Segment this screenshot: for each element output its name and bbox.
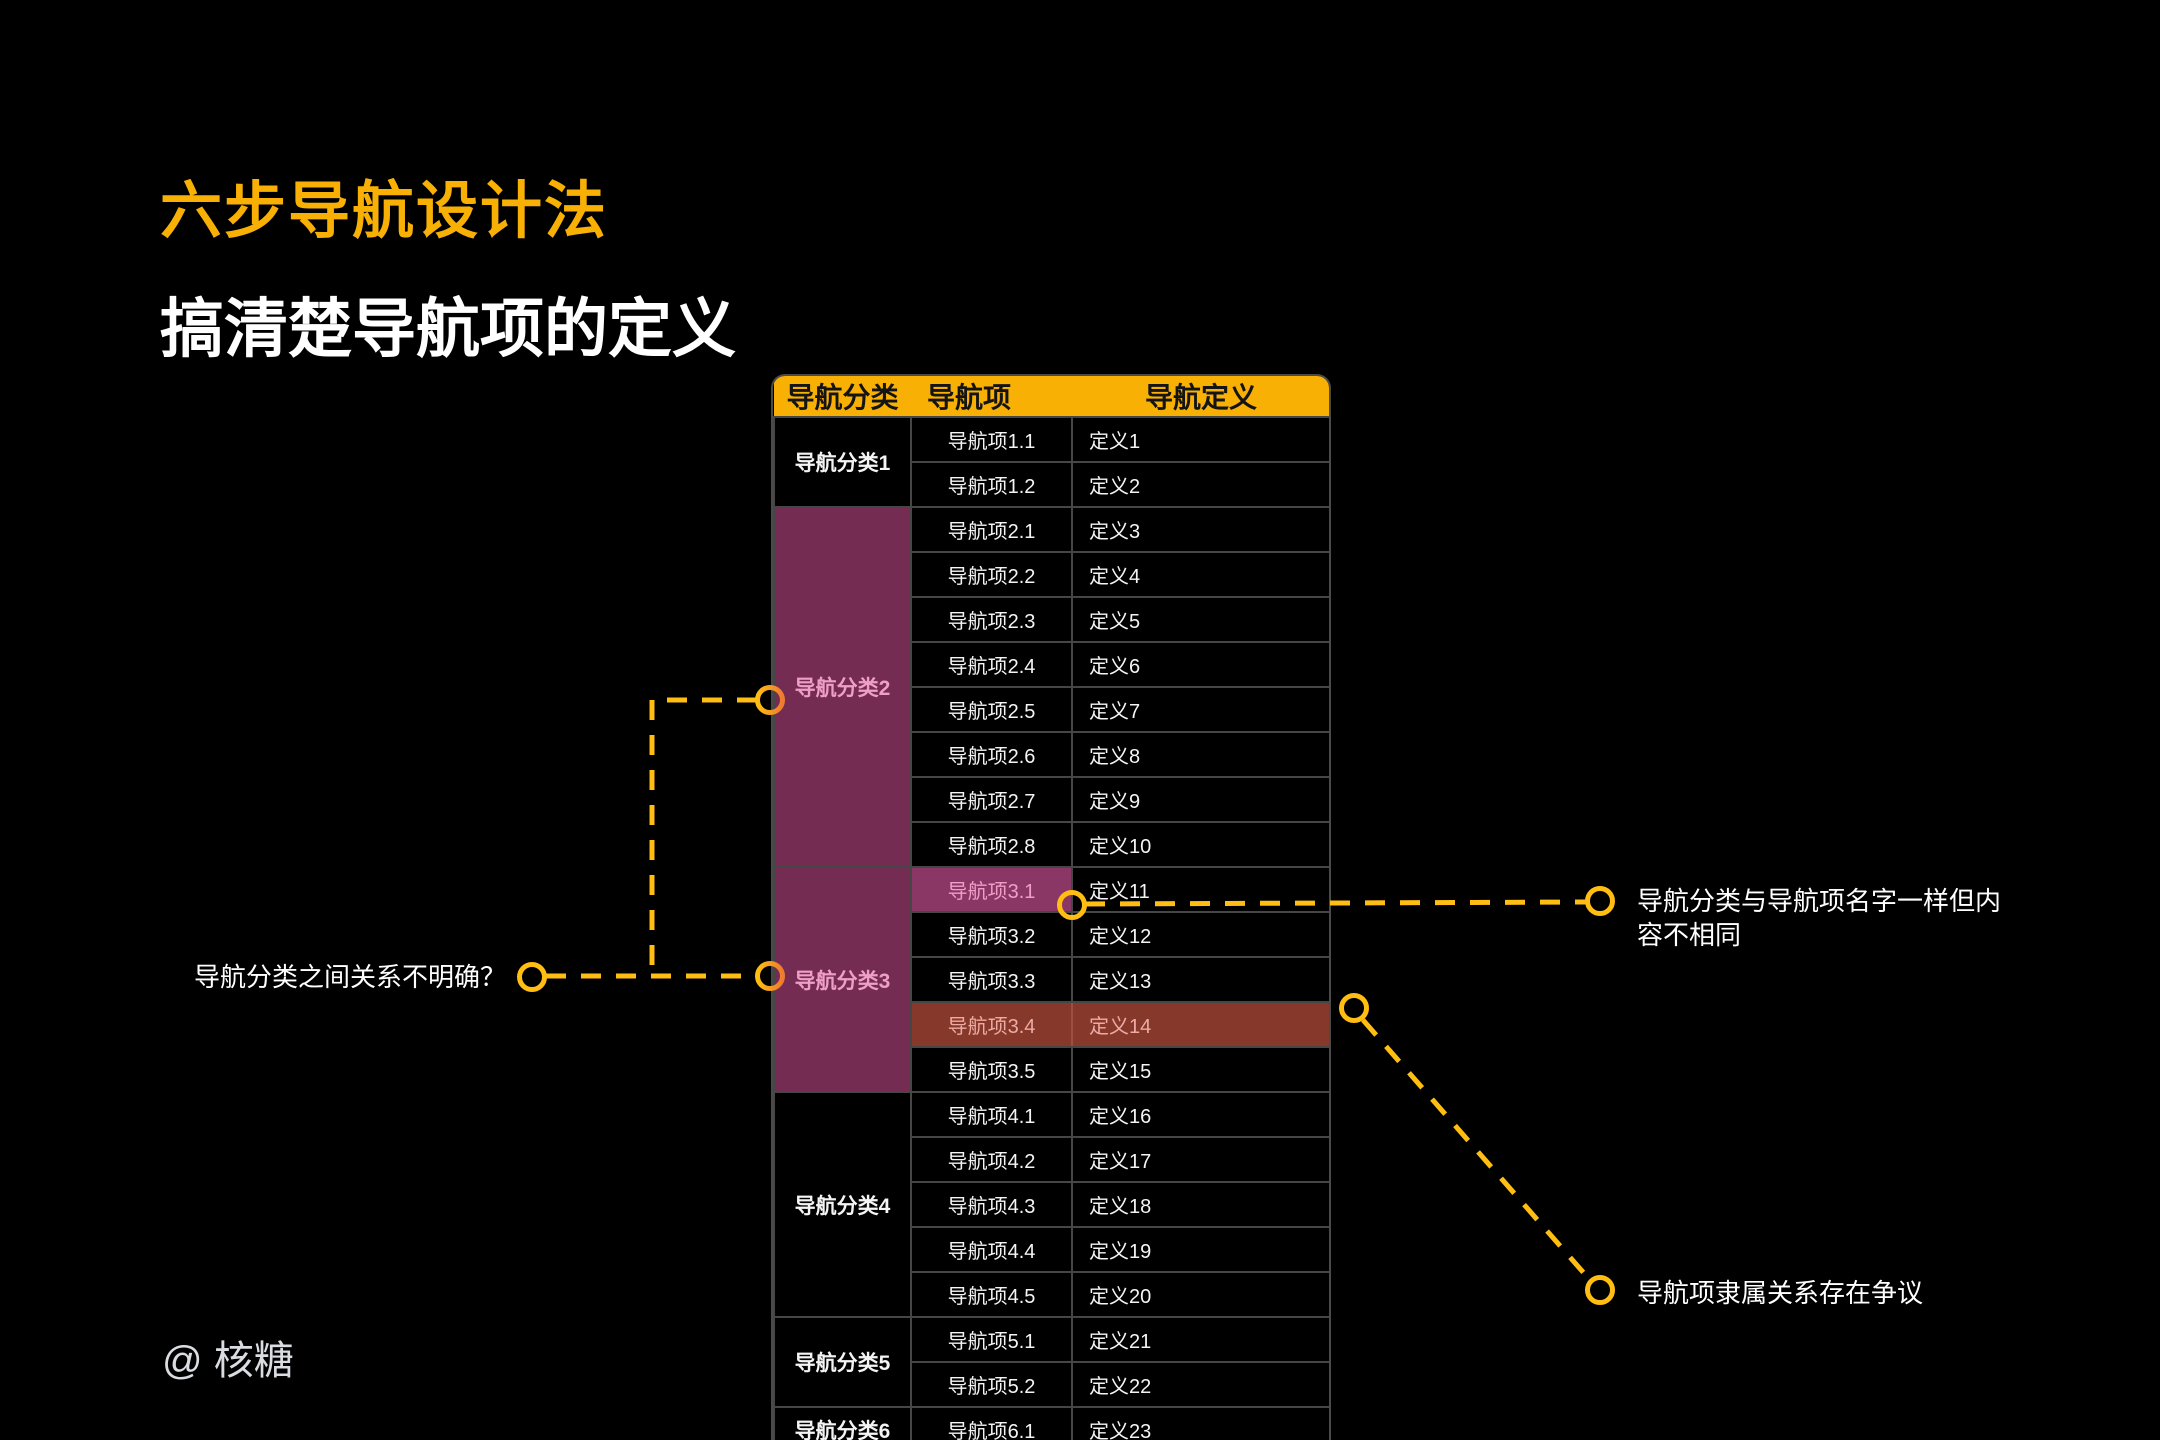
definition-cell: 定义8 xyxy=(1071,731,1329,778)
item-cell: 导航项2.1 xyxy=(910,506,1073,553)
annotation-right-line2: 容不相同 xyxy=(1637,920,1742,950)
definition-cell: 定义10 xyxy=(1071,821,1329,868)
item-cell: 导航项4.5 xyxy=(910,1271,1073,1318)
annotation-left: 导航分类之间关系不明确？ xyxy=(194,962,507,992)
table-row: 导航项4.3 定义18 xyxy=(774,1181,1329,1228)
table-row: 导航项5.2 定义22 xyxy=(774,1361,1329,1408)
item-cell: 导航项4.4 xyxy=(910,1226,1073,1273)
table-row: 导航项3.3 定义13 xyxy=(774,956,1329,1003)
item-cell: 导航项3.5 xyxy=(910,1046,1073,1093)
table-row: 导航项4.5 定义20 xyxy=(774,1271,1329,1318)
watermark: @ 核糖 xyxy=(162,1339,294,1383)
table-row: 导航分类2 导航项2.1 定义3 xyxy=(773,506,1329,868)
category-cell: 导航分类3 xyxy=(773,866,912,1093)
definition-cell: 定义20 xyxy=(1071,1271,1329,1318)
circle-bottom-text-end xyxy=(1585,1275,1615,1305)
header-cell-definition: 导航定义 xyxy=(1072,376,1329,417)
category-cell: 导航分类6 xyxy=(773,1406,912,1440)
table-row: 导航项1.2 定义2 xyxy=(774,461,1329,508)
item-cell: 导航项4.1 xyxy=(910,1091,1073,1138)
definition-cell: 定义17 xyxy=(1071,1136,1329,1183)
category-cell: 导航分类5 xyxy=(773,1316,912,1408)
header-cell-item: 导航项 xyxy=(911,376,1072,417)
definition-cell: 定义16 xyxy=(1071,1091,1329,1138)
definition-cell: 定义13 xyxy=(1071,956,1329,1003)
table-row: 导航项2.8 定义10 xyxy=(774,821,1329,868)
item-cell: 导航项2.3 xyxy=(910,596,1073,643)
item-cell: 导航项1.2 xyxy=(910,461,1073,508)
table-row: 导航项2.7 定义9 xyxy=(774,776,1329,823)
table-row: 导航项3.2 定义12 xyxy=(774,911,1329,958)
definition-cell: 定义5 xyxy=(1071,596,1329,643)
item-cell-highlighted: 导航项3.1 xyxy=(910,866,1073,913)
table-row: 导航分类4 导航项4.1 定义16 xyxy=(773,1091,1329,1318)
table-row: 导航分类1 导航项1.1 定义1 xyxy=(773,416,1329,508)
category-cell: 导航分类4 xyxy=(773,1091,912,1318)
table-row: 导航分类5 导航项5.1 定义21 xyxy=(773,1316,1329,1408)
annotation-right: 导航分类与导航项名字一样但内 容不相同 xyxy=(1637,884,2001,952)
item-cell: 导航项2.5 xyxy=(910,686,1073,733)
item-cell-disputed: 导航项3.4 xyxy=(910,1001,1073,1048)
definition-cell: 定义7 xyxy=(1071,686,1329,733)
category-cell: 导航分类1 xyxy=(773,416,912,508)
circle-right-text-end xyxy=(1585,886,1615,916)
item-cell: 导航项2.8 xyxy=(910,821,1073,868)
header-cell-category: 导航分类 xyxy=(774,376,911,417)
item-cell: 导航项2.7 xyxy=(910,776,1073,823)
definition-cell: 定义6 xyxy=(1071,641,1329,688)
definition-cell-disputed: 定义14 xyxy=(1071,1001,1329,1048)
item-cell: 导航项1.1 xyxy=(910,416,1073,463)
item-cell: 导航项6.1 xyxy=(910,1406,1073,1440)
table-row: 导航分类3 导航项3.1 定义11 xyxy=(773,866,1329,1093)
definition-cell: 定义1 xyxy=(1071,416,1329,463)
slide-title: 六步导航设计法 xyxy=(160,177,609,246)
item-cell: 导航项5.2 xyxy=(910,1361,1073,1408)
table-row: 导航项2.3 定义5 xyxy=(774,596,1329,643)
definition-cell: 定义21 xyxy=(1071,1316,1329,1363)
definition-cell: 定义15 xyxy=(1071,1046,1329,1093)
table-row: 导航项2.2 定义4 xyxy=(774,551,1329,598)
circle-definition14-edge xyxy=(1339,993,1369,1023)
table-row: 导航项3.5 定义15 xyxy=(774,1046,1329,1093)
table-row: 导航项4.4 定义19 xyxy=(774,1226,1329,1273)
connector-diagonal-line xyxy=(1361,1018,1591,1281)
item-cell: 导航项2.6 xyxy=(910,731,1073,778)
definition-cell: 定义19 xyxy=(1071,1226,1329,1273)
item-cell: 导航项5.1 xyxy=(910,1316,1073,1363)
definition-cell: 定义22 xyxy=(1071,1361,1329,1408)
definition-cell: 定义18 xyxy=(1071,1181,1329,1228)
item-cell: 导航项3.2 xyxy=(910,911,1073,958)
item-cell: 导航项4.3 xyxy=(910,1181,1073,1228)
definition-cell: 定义9 xyxy=(1071,776,1329,823)
definition-cell: 定义12 xyxy=(1071,911,1329,958)
table-row: 导航分类6 导航项6.1 定义23 xyxy=(773,1406,1329,1440)
slide-subtitle: 搞清楚导航项的定义 xyxy=(160,293,736,365)
connector-left-elbow-line xyxy=(649,697,757,976)
category-cell: 导航分类2 xyxy=(773,506,912,868)
definition-cell: 定义2 xyxy=(1071,461,1329,508)
table-header-row: 导航分类 导航项 导航定义 xyxy=(774,376,1329,417)
item-cell: 导航项3.3 xyxy=(910,956,1073,1003)
definition-cell: 定义23 xyxy=(1071,1406,1329,1440)
item-cell: 导航项4.2 xyxy=(910,1136,1073,1183)
table-row: 导航项2.5 定义7 xyxy=(774,686,1329,733)
item-cell: 导航项2.4 xyxy=(910,641,1073,688)
definition-cell: 定义4 xyxy=(1071,551,1329,598)
definition-table: 导航分类 导航项 导航定义 导航分类1 导航项1.1 定义1 导航项1.2 定义… xyxy=(773,376,1329,1440)
circle-left-text-end xyxy=(517,962,547,992)
table-row: 导航项2.4 定义6 xyxy=(774,641,1329,688)
annotation-bottom-right: 导航项隶属关系存在争议 xyxy=(1637,1278,1924,1308)
table-row: 导航项4.2 定义17 xyxy=(774,1136,1329,1183)
table-row-disputed: 导航项3.4 定义14 xyxy=(774,1001,1329,1048)
table-row: 导航项2.6 定义8 xyxy=(774,731,1329,778)
definition-cell: 定义11 xyxy=(1071,866,1329,913)
annotation-right-line1: 导航分类与导航项名字一样但内 xyxy=(1637,886,2002,916)
item-cell: 导航项2.2 xyxy=(910,551,1073,598)
definition-cell: 定义3 xyxy=(1071,506,1329,553)
